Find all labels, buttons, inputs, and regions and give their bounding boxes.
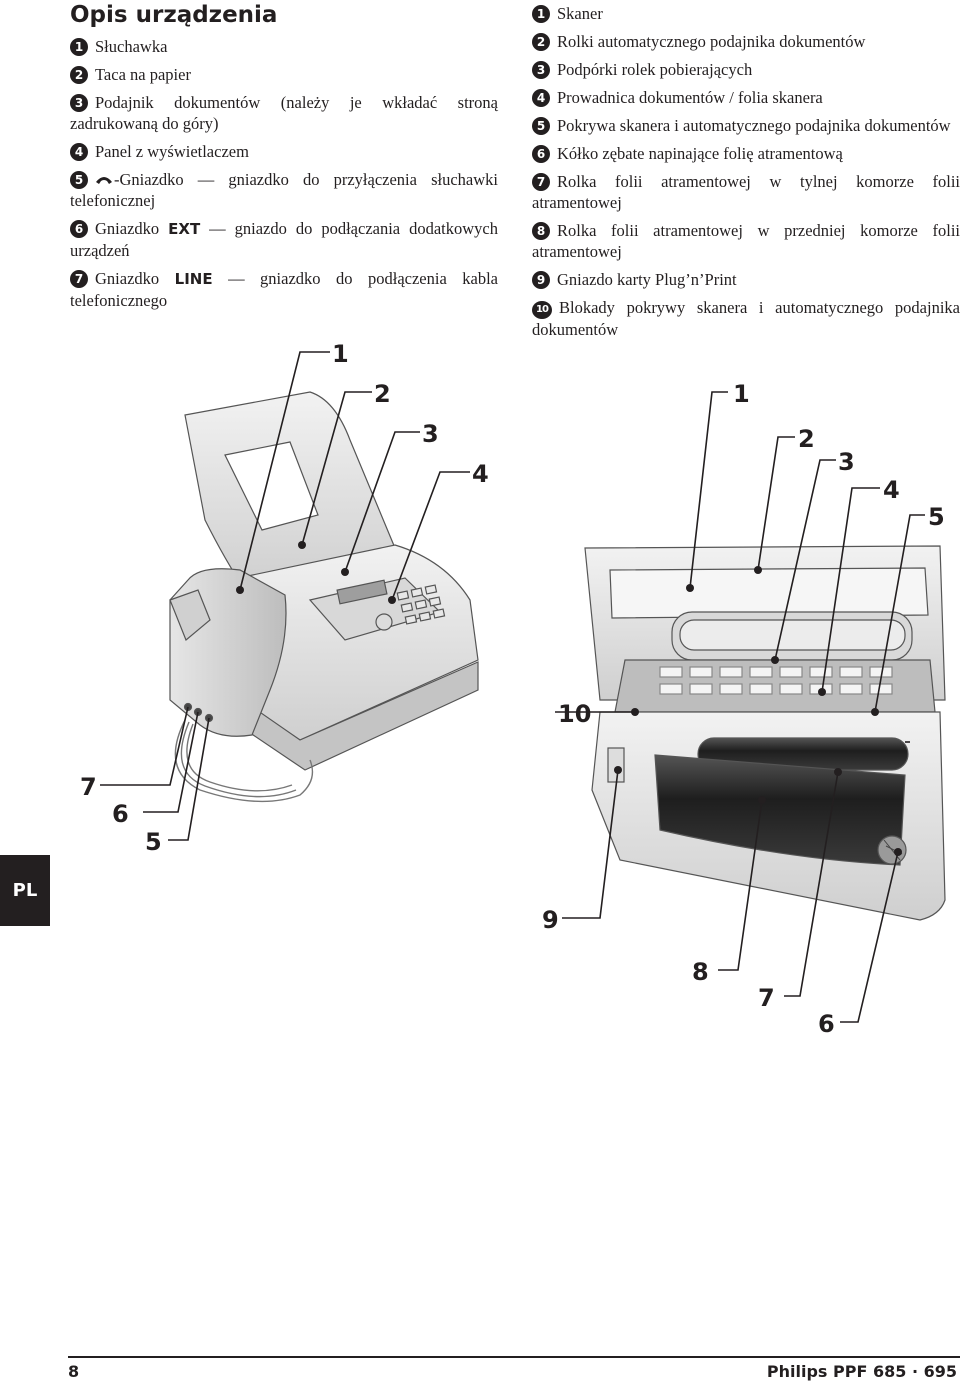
page-number: 8 xyxy=(68,1362,80,1381)
legend-text: Panel z wyświetlaczem xyxy=(95,142,249,161)
callout-label: 4 xyxy=(472,460,489,488)
legend-text: Prowadnica dokumentów / folia skanera xyxy=(557,88,823,107)
item-number-badge: 1 xyxy=(532,5,550,23)
legend-item: 1 Słuchawka xyxy=(70,36,498,57)
callout-label: 9 xyxy=(542,906,559,934)
legend-text: Rolka folii atramentowej w przedniej kom… xyxy=(532,221,960,261)
socket-label-ext: EXT xyxy=(168,220,201,238)
legend-item: 4 Panel z wyświetlaczem xyxy=(70,141,498,162)
item-number-badge: 4 xyxy=(532,89,550,107)
item-number-badge: 9 xyxy=(532,271,550,289)
legend-text: Blokady pokrywy skanera i automatycznego… xyxy=(532,298,960,339)
legend-text: Słuchawka xyxy=(95,37,168,56)
callout-label: 3 xyxy=(422,420,439,448)
callout-label: 1 xyxy=(332,340,349,368)
handset-icon xyxy=(96,177,112,184)
legend-text: — gniazdko do podłączenia kabla telefoni… xyxy=(70,269,499,310)
legend-item: 5-Gniazdko — gniazdko do przyłączenia sł… xyxy=(70,169,498,211)
callout-label: 10 xyxy=(558,700,591,728)
callout-label: 2 xyxy=(798,425,815,453)
item-number-badge: 1 xyxy=(70,38,88,56)
page-title: Opis urządzenia xyxy=(70,2,278,28)
legend-prefix: Gniazdko xyxy=(95,269,160,288)
callout-label: 5 xyxy=(145,828,162,856)
legend-item: 9 Gniazdo karty Plug’n’Print xyxy=(532,269,960,290)
item-number-badge: 5 xyxy=(70,171,88,189)
item-number-badge: 4 xyxy=(70,143,88,161)
callout-label: 6 xyxy=(112,800,129,828)
callout-label: 4 xyxy=(883,476,900,504)
legend-text: Rolka folii atramentowej w tylnej komorz… xyxy=(532,172,960,212)
fax-exterior-drawing xyxy=(169,391,479,803)
item-number-badge: 5 xyxy=(532,117,550,135)
callout-label: 8 xyxy=(692,958,709,986)
legend-item: 4 Prowadnica dokumentów / folia skanera xyxy=(532,87,960,108)
item-number-badge: 7 xyxy=(532,173,550,191)
item-number-badge: 3 xyxy=(532,61,550,79)
legend-text: Skaner xyxy=(557,4,603,23)
footer-divider xyxy=(68,1356,960,1358)
callout-points-left xyxy=(236,541,396,604)
model-name: Philips PPF 685 · 695 xyxy=(766,1362,957,1381)
right-legend: 1 Skaner 2 Rolki automatycznego podajnika … xyxy=(532,3,960,347)
callout-leaders-left xyxy=(100,351,470,841)
legend-text: Podpórki rolek pobierających xyxy=(557,60,753,79)
legend-item: 3 Podpórki rolek pobierających xyxy=(532,59,960,80)
fax-interior-drawing xyxy=(584,545,946,921)
legend-item: 2 Rolki automatycznego podajnika dokument… xyxy=(532,31,960,52)
legend-item: 1 Skaner xyxy=(532,3,960,24)
item-number-badge: 6 xyxy=(532,145,550,163)
item-number-badge: 3 xyxy=(70,94,88,112)
legend-item: 7 Gniazdko LINE — gniazdko do podłączenia… xyxy=(70,268,498,311)
legend-item: 5 Pokrywa skanera i automatycznego podajn… xyxy=(532,115,960,136)
legend-text: Rolki automatycznego podajnika dokumentó… xyxy=(557,32,866,51)
item-number-badge: 7 xyxy=(70,270,88,288)
item-number-badge: 6 xyxy=(70,220,88,238)
legend-item: 2 Taca na papier xyxy=(70,64,498,85)
callout-label: 7 xyxy=(80,773,97,801)
legend-text: Podajnik dokumentów (należy je wkładać s… xyxy=(70,93,498,133)
callout-label: 1 xyxy=(733,380,750,408)
legend-text: — gniazdo do podłączania dodatkowych urz… xyxy=(70,219,499,260)
item-number-badge: 2 xyxy=(70,66,88,84)
item-number-badge: 10 xyxy=(532,301,552,319)
callout-leaders-right xyxy=(555,391,925,1023)
item-number-badge: 8 xyxy=(532,222,550,240)
legend-text: Pokrywa skanera i automatycznego podajni… xyxy=(557,116,951,135)
callout-label: 2 xyxy=(374,380,391,408)
legend-item: 6 Gniazdko EXT — gniazdo do podłączania d… xyxy=(70,218,498,261)
legend-text: Kółko zębate napinające folię atramentow… xyxy=(557,144,843,163)
callout-points-right xyxy=(614,566,902,856)
legend-text: Gniazdo karty Plug’n’Print xyxy=(557,270,737,289)
callout-label: 5 xyxy=(928,503,945,531)
item-number-badge: 2 xyxy=(532,33,550,51)
callout-label: 6 xyxy=(818,1010,835,1038)
legend-text: Taca na papier xyxy=(95,65,191,84)
language-tab: PL xyxy=(0,855,50,926)
callout-label: 7 xyxy=(758,984,775,1012)
callout-label: 3 xyxy=(838,448,855,476)
legend-item: 6 Kółko zębate napinające folię atramento… xyxy=(532,143,960,164)
socket-label-line: LINE xyxy=(174,270,213,288)
legend-text: -Gniazdko — gniazdko do przyłączenia słu… xyxy=(70,170,498,210)
legend-prefix: Gniazdko xyxy=(95,219,160,238)
